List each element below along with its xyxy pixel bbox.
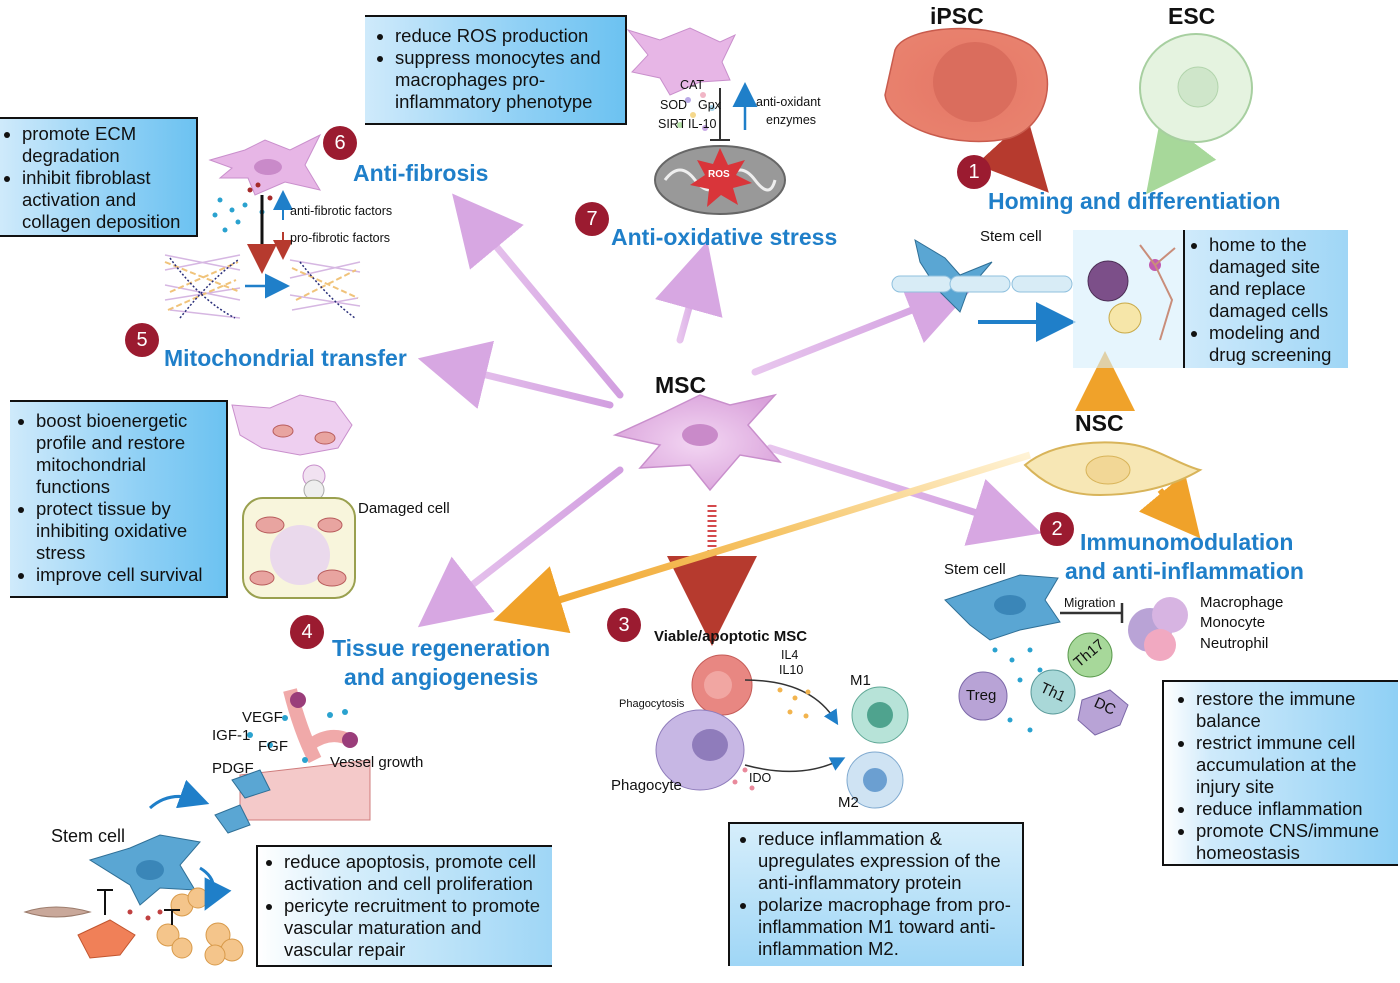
ido-label: IDO <box>749 771 772 785</box>
phagocyte-label: Phagocyte <box>611 777 682 794</box>
m2-label: M2 <box>838 794 859 811</box>
vessel-growth-label: Vessel growth <box>330 754 424 771</box>
pro-fibrotic-label: pro-fibrotic factors <box>290 231 391 245</box>
treg-label: Treg <box>966 687 997 704</box>
box-mito-item-1: boost bioenergetic profile and restore m… <box>36 410 222 498</box>
badge-1: 1 <box>957 155 991 189</box>
box-anti-fibrosis-item-2: inhibit fibroblast activation and collag… <box>22 167 192 233</box>
box-homing-item-1: home to the damaged site and replace dam… <box>1209 234 1346 322</box>
box-mito-item-2: protect tissue by inhibiting oxidative s… <box>36 498 222 564</box>
box-anti-fibrosis-item-1: promote ECM degradation <box>22 123 192 167</box>
antioxidant-label-2: enzymes <box>766 113 817 127</box>
box-homing: home to the damaged site and replace dam… <box>1183 230 1348 368</box>
sod-label: SOD <box>660 98 688 112</box>
stem-cell-label-tissue: Stem cell <box>51 826 126 846</box>
macrophage-label: Macrophage <box>1200 594 1284 611</box>
box-tissue-item-1: reduce apoptosis, promote cell activatio… <box>284 851 548 895</box>
sirt-label: SIRT <box>658 117 687 131</box>
box-immunomodulation: restore the immune balance restrict immu… <box>1162 680 1398 866</box>
neutrophil-label: Neutrophil <box>1200 635 1269 652</box>
box-immuno-item-1: restore the immune balance <box>1196 688 1398 732</box>
il10-label-oxidative: IL-10 <box>688 117 717 131</box>
cat-label: CAT <box>680 78 705 92</box>
box-homing-item-2: modeling and drug screening <box>1209 322 1346 366</box>
title-homing: Homing and differentiation <box>988 188 1281 214</box>
badge-6: 6 <box>323 126 357 160</box>
title-mito: Mitochondrial transfer <box>164 345 407 371</box>
badge-3: 3 <box>607 608 641 642</box>
title-immuno-line1: Immunomodulation <box>1080 529 1294 555</box>
title-tissue-line1: Tissue regeneration <box>332 635 551 661</box>
box-viable-item-2: polarize macrophage from pro-inflammatio… <box>758 894 1018 960</box>
box-tissue-regeneration: reduce apoptosis, promote cell activatio… <box>256 845 552 967</box>
ipsc-label: iPSC <box>930 3 984 29</box>
badge-5: 5 <box>125 323 159 357</box>
box-immuno-item-2: restrict immune cell accumulation at the… <box>1196 732 1398 798</box>
il4-label: IL4 <box>781 648 799 662</box>
ros-label: ROS <box>708 169 730 180</box>
stem-cell-label-immuno: Stem cell <box>944 561 1006 578</box>
stem-cell-label-homing: Stem cell <box>980 228 1042 245</box>
title-tissue-line2: and angiogenesis <box>344 664 539 690</box>
title-oxidative: Anti-oxidative stress <box>611 224 838 250</box>
anti-fibrotic-label: anti-fibrotic factors <box>290 204 393 218</box>
fgf-label: FGF <box>258 738 288 755</box>
box-tissue-item-2: pericyte recruitment to promote vascular… <box>284 895 548 961</box>
box-viable-msc: reduce inflammation & upregulates expres… <box>728 822 1024 966</box>
migration-label: Migration <box>1064 596 1116 610</box>
igf1-label: IGF-1 <box>212 727 251 744</box>
box-immuno-item-4: promote CNS/immune homeostasis <box>1196 820 1398 864</box>
box-anti-oxidative-item-1: reduce ROS production <box>395 25 617 47</box>
msc-label: MSC <box>655 372 707 398</box>
box-immuno-item-3: reduce inflammation <box>1196 798 1398 820</box>
esc-label: ESC <box>1168 3 1216 29</box>
box-viable-item-1: reduce inflammation & upregulates expres… <box>758 828 1018 894</box>
damaged-cell-label: Damaged cell <box>358 500 450 517</box>
box-anti-oxidative: reduce ROS production suppress monocytes… <box>365 15 627 125</box>
nsc-label: NSC <box>1075 410 1124 436</box>
vegf-label: VEGF <box>242 709 283 726</box>
title-fibrosis: Anti-fibrosis <box>353 160 489 186</box>
box-mitochondrial: boost bioenergetic profile and restore m… <box>10 400 228 598</box>
badge-2: 2 <box>1040 512 1074 546</box>
monocyte-label: Monocyte <box>1200 614 1266 631</box>
badge-4: 4 <box>290 615 324 649</box>
m1-label: M1 <box>850 672 871 689</box>
badge-7: 7 <box>575 202 609 236</box>
phagocytosis-label: Phagocytosis <box>619 698 685 710</box>
box-anti-fibrosis: promote ECM degradation inhibit fibrobla… <box>0 117 198 237</box>
il10-label-viable: IL10 <box>779 663 804 677</box>
antioxidant-label-1: anti-oxidant <box>756 95 821 109</box>
pdgf-label: PDGF <box>212 760 254 777</box>
title-viable: Viable/apoptotic MSC <box>654 628 808 645</box>
box-mito-item-3: improve cell survival <box>36 564 222 586</box>
box-anti-oxidative-item-2: suppress monocytes and macrophages pro-i… <box>395 47 617 113</box>
title-immuno-line2: and anti-inflammation <box>1065 558 1304 584</box>
gpx-label: Gpx <box>698 98 721 112</box>
